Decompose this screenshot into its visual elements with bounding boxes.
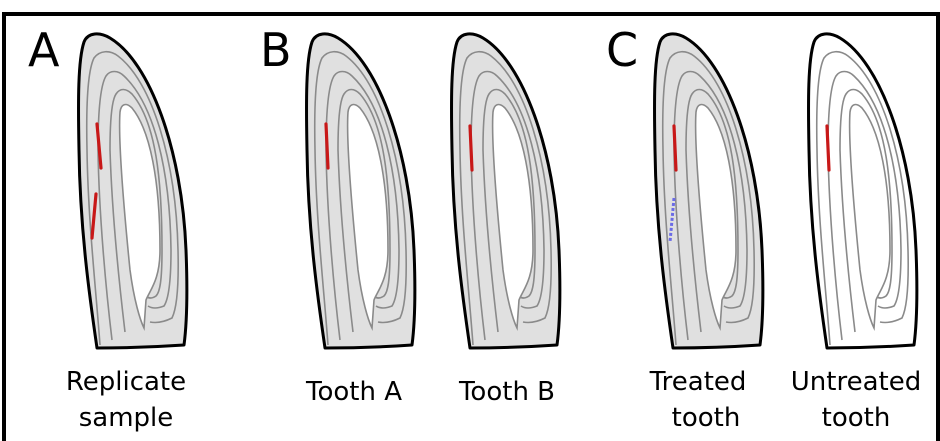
caption-line-1: Untreated [791, 367, 921, 397]
panel-letter-c: C [606, 23, 638, 77]
caption-line-1: Tooth A [305, 377, 402, 407]
red-sampling-mark [827, 126, 829, 170]
red-sampling-mark [326, 124, 328, 168]
tooth-replicate-sample: Replicate sample [66, 34, 187, 433]
caption-line-2: sample [79, 403, 174, 433]
tooth-b: Tooth B [452, 34, 560, 407]
caption-line-2: tooth [672, 403, 741, 433]
red-sampling-mark [470, 126, 472, 170]
caption-line-2: tooth [822, 403, 891, 433]
panel-letter-b: B [260, 23, 292, 77]
caption-line-1: Treated [649, 367, 747, 397]
tooth-treated: Treated tooth [649, 34, 763, 433]
red-sampling-mark [674, 126, 676, 170]
caption-line-1: Replicate [66, 367, 186, 397]
panel-letter-a: A [28, 23, 60, 77]
tooth-a: Tooth A [305, 34, 415, 407]
caption-line-1: Tooth B [458, 377, 555, 407]
tooth-untreated: Untreated tooth [791, 34, 921, 433]
